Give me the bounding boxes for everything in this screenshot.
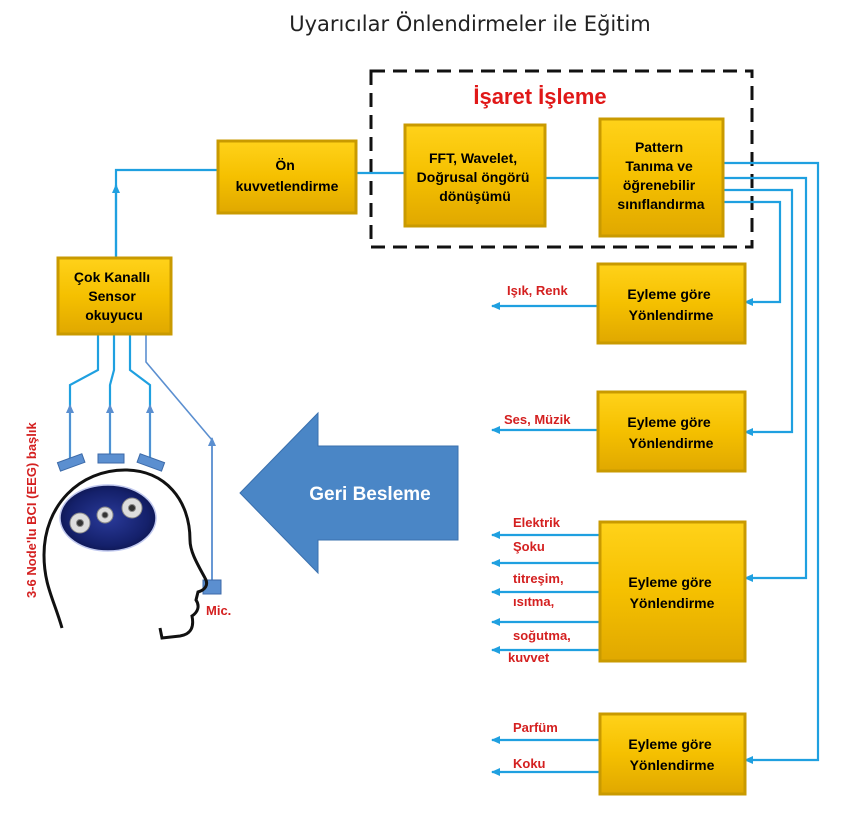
box-action-2: Eyleme göre Yönlendirme [596, 390, 747, 473]
signal-processing-region [369, 69, 754, 249]
box-action-1: Eyleme göre Yönlendirme [596, 262, 747, 345]
label-cooling: soğutma, [513, 628, 571, 643]
label-perfume: Parfüm [513, 720, 558, 735]
label-sound-music: Ses, Müzik [504, 412, 571, 427]
box-fft-line-2: Doğrusal öngörü [417, 169, 530, 185]
label-force: kuvvet [508, 650, 550, 665]
box-sensor: Çok Kanallı Sensor okuyucu [56, 256, 173, 336]
svg-text:Eyleme göre Yönlendirme: Eyleme göre Yönlendirme [627, 286, 714, 323]
svg-text:FFT, Wavelet, Doğrusal ö: FFT, Wavelet, Doğrusal öngörü dönüşümü [417, 150, 534, 204]
box-action-4-line-2: Yönlendirme [630, 757, 715, 773]
wire-pattern-to-action-4 [723, 161, 820, 764]
box-action-3: Eyleme göre Yönlendirme [598, 520, 747, 663]
box-sensor-line-1: Çok Kanallı [74, 269, 150, 285]
label-electric: Elektrik [513, 515, 561, 530]
svg-text:Eyleme göre Yönlendirme: Eyleme göre Yönlendirme [627, 414, 714, 451]
svg-text:Eyleme göre Yönlendirme: Eyleme göre Yönlendirme [628, 736, 715, 773]
box-fft: FFT, Wavelet, Doğrusal öngörü dönüşümü [403, 123, 547, 228]
wire-pattern-to-action-3 [723, 176, 808, 582]
box-fft-line-3: dönüşümü [439, 188, 511, 204]
box-preamp-line-2: kuvvetlendirme [236, 178, 339, 194]
label-heating: ısıtma, [513, 594, 554, 609]
feedback-arrow: Geri Besleme [239, 411, 459, 575]
box-action-3-line-1: Eyleme göre [628, 574, 711, 590]
svg-text:Çok Kanallı Sensor: Çok Kanallı Sensor okuyucu [74, 269, 154, 323]
label-smell: Koku [513, 756, 546, 771]
box-action-1-line-1: Eyleme göre [627, 286, 710, 302]
wire-electrode-3 [128, 334, 152, 460]
box-sensor-line-3: okuyucu [85, 307, 143, 323]
gears-icon [69, 497, 143, 534]
box-pattern-line-4: sınıflandırma [617, 196, 704, 212]
box-action-3-line-2: Yönlendirme [630, 595, 715, 611]
label-shock: Şoku [513, 539, 545, 554]
wire-pattern-to-action-2 [723, 188, 794, 436]
wire-pattern-to-action-1 [723, 200, 782, 306]
diagram-title: Uyarıcılar Önlendirmeler ile Eğitim [289, 11, 651, 36]
box-preamp-line-1: Ön [275, 157, 294, 173]
wire-electrode-1 [68, 334, 100, 460]
headset-label: 3-6 Node'lu BCI (EEG) başlık [24, 421, 39, 598]
svg-text:Ön kuvvetlendirme: Ön kuvvetlendirme [236, 157, 339, 194]
box-pattern-line-1: Pattern [635, 139, 683, 155]
box-pattern: Pattern Tanıma ve öğrenebilir sınıflandı… [598, 117, 725, 238]
svg-text:Eyleme göre Yönlendirme: Eyleme göre Yönlendirme [628, 574, 715, 611]
head-icon [42, 468, 209, 640]
box-action-2-line-2: Yönlendirme [629, 435, 714, 451]
box-sensor-line-2: Sensor [88, 288, 136, 304]
feedback-label: Geri Besleme [309, 484, 430, 505]
label-vibration: titreşim, [513, 571, 564, 586]
box-pattern-line-3: öğrenebilir [623, 177, 696, 193]
box-action-4: Eyleme göre Yönlendirme [598, 712, 747, 796]
electrode-pads [56, 453, 166, 472]
mic-label: Mic. [206, 603, 231, 618]
box-pattern-line-2: Tanıma ve [625, 158, 693, 174]
box-action-2-line-1: Eyleme göre [627, 414, 710, 430]
box-preamp: Ön kuvvetlendirme [216, 139, 358, 215]
signal-processing-title: İşaret İşleme [473, 84, 606, 109]
box-action-1-line-2: Yönlendirme [629, 307, 714, 323]
svg-text:Pattern Tanıma ve: Pattern Tanıma ve öğrenebilir sınıflandı… [617, 139, 704, 212]
wire-sensor-to-preamp [114, 168, 218, 258]
box-fft-line-1: FFT, Wavelet, [429, 150, 517, 166]
box-action-4-line-1: Eyleme göre [628, 736, 711, 752]
label-light-color: Işık, Renk [507, 283, 568, 298]
